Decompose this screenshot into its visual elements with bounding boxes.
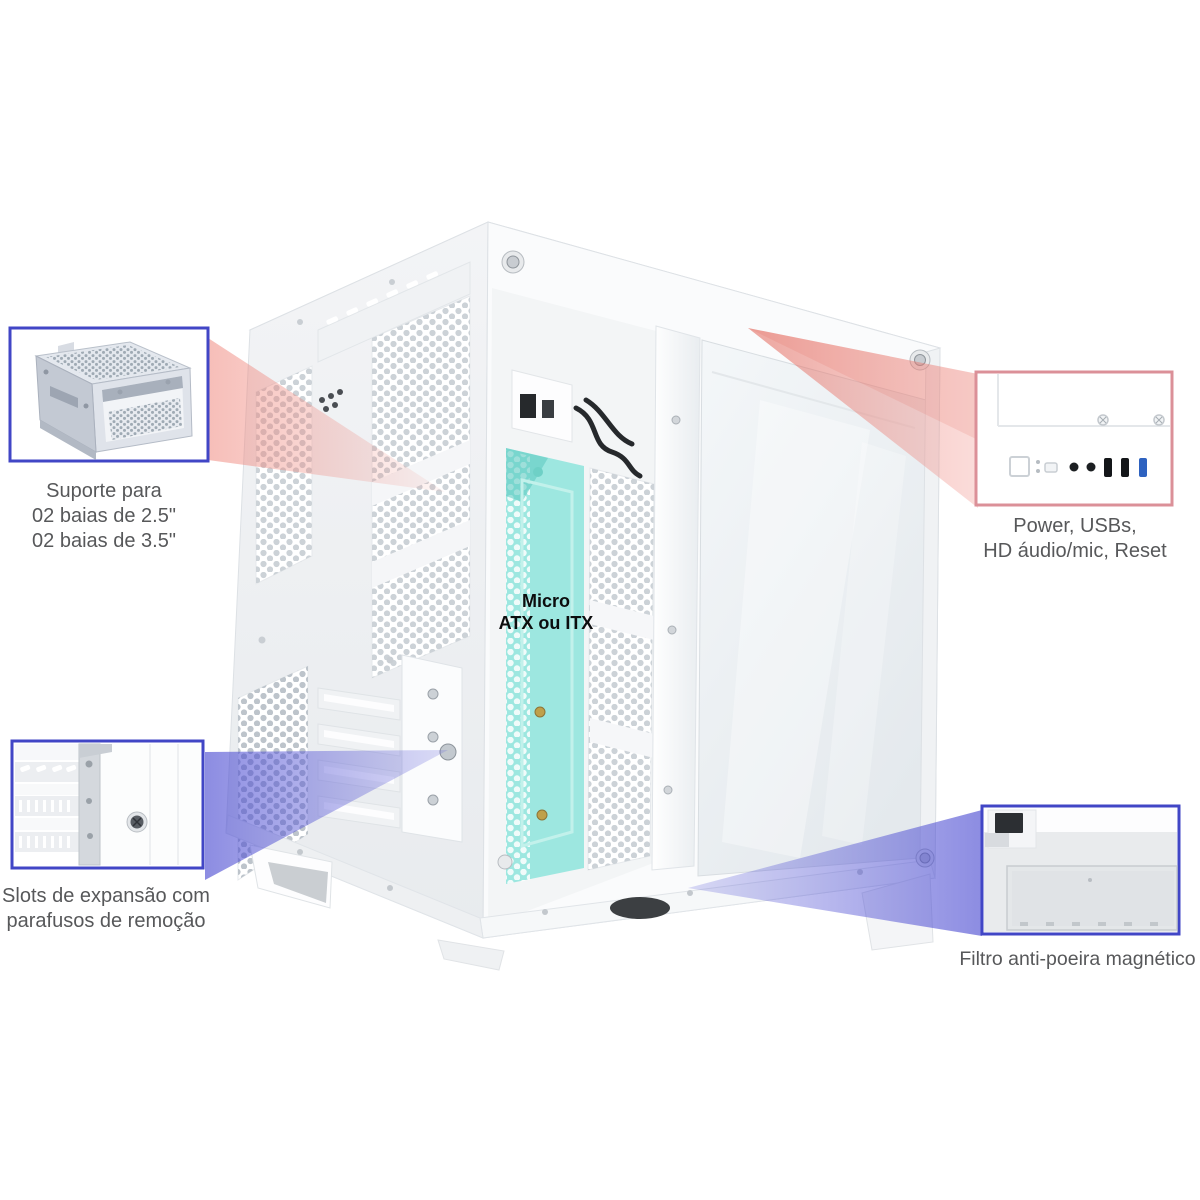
slot-covers-illustration bbox=[15, 744, 79, 852]
front-pillar bbox=[651, 325, 701, 871]
side-vent-slots bbox=[326, 271, 439, 325]
io-hub-box bbox=[511, 369, 573, 443]
inset-front-io bbox=[974, 370, 1174, 507]
caption-dust-filter: Filtro anti-poeira magnético bbox=[955, 947, 1200, 972]
rubber-foot bbox=[610, 897, 670, 919]
caption-drive-bays: Suporte para 02 baias de 2.5" 02 baias d… bbox=[2, 479, 206, 554]
glass-panel bbox=[697, 339, 927, 877]
motherboard-area-highlight bbox=[506, 448, 584, 884]
motherboard-size-label: Micro ATX ou ITX bbox=[487, 590, 605, 634]
foot-bracket-illustration bbox=[985, 809, 1037, 849]
caption-expansion-slots: Slots de expansão com parafusos de remoç… bbox=[0, 884, 212, 934]
audio-jack-icon bbox=[1069, 462, 1079, 472]
beam-red-drive-bays bbox=[208, 338, 445, 492]
caption-front-io: Power, USBs, HD áudio/mic, Reset bbox=[972, 514, 1178, 564]
reset-pinhole-icon bbox=[1036, 460, 1040, 464]
label-line: ATX ou ITX bbox=[498, 613, 594, 633]
caption-line: 02 baias de 2.5" bbox=[32, 505, 176, 527]
caption-line: Slots de expansão com bbox=[2, 885, 210, 907]
tray-hex-mesh bbox=[588, 468, 654, 870]
caption-line: parafusos de remoção bbox=[6, 910, 206, 932]
bracket-illustration bbox=[78, 743, 112, 866]
inset-drive-bays bbox=[8, 326, 210, 463]
beam-blue-expansion bbox=[205, 750, 448, 880]
usb2-port-icon bbox=[1121, 458, 1129, 477]
inset-dust-filter bbox=[980, 804, 1181, 936]
expansion-bracket bbox=[401, 654, 463, 843]
dark-vent-dots bbox=[319, 389, 343, 412]
caption-line: HD áudio/mic, Reset bbox=[983, 540, 1167, 562]
caption-line: 02 baias de 3.5" bbox=[32, 530, 176, 552]
led-window-icon bbox=[1044, 462, 1058, 473]
drive-cage-illustration bbox=[34, 341, 193, 460]
panel-screws bbox=[1097, 414, 1165, 426]
callout-beams bbox=[205, 328, 982, 936]
inset-expansion-slots bbox=[10, 739, 205, 870]
beam-blue-dust-filter bbox=[688, 810, 982, 936]
caption-line: Power, USBs, bbox=[1013, 515, 1137, 537]
label-line: Micro bbox=[521, 591, 570, 611]
usb3-port-icon bbox=[1139, 458, 1147, 477]
case-front bbox=[225, 221, 941, 939]
thumbscrew-illustration bbox=[126, 811, 148, 833]
caption-line: Suporte para bbox=[46, 480, 162, 502]
caption-line: Filtro anti-poeira magnético bbox=[959, 948, 1196, 970]
filter-frame-illustration bbox=[1006, 865, 1178, 931]
cables bbox=[573, 397, 643, 479]
beam-red-front-io bbox=[748, 328, 978, 508]
mic-jack-icon bbox=[1086, 462, 1096, 472]
side-vent-strip bbox=[317, 261, 471, 363]
power-button-icon bbox=[1009, 456, 1030, 477]
usb2-port-icon bbox=[1104, 458, 1112, 477]
